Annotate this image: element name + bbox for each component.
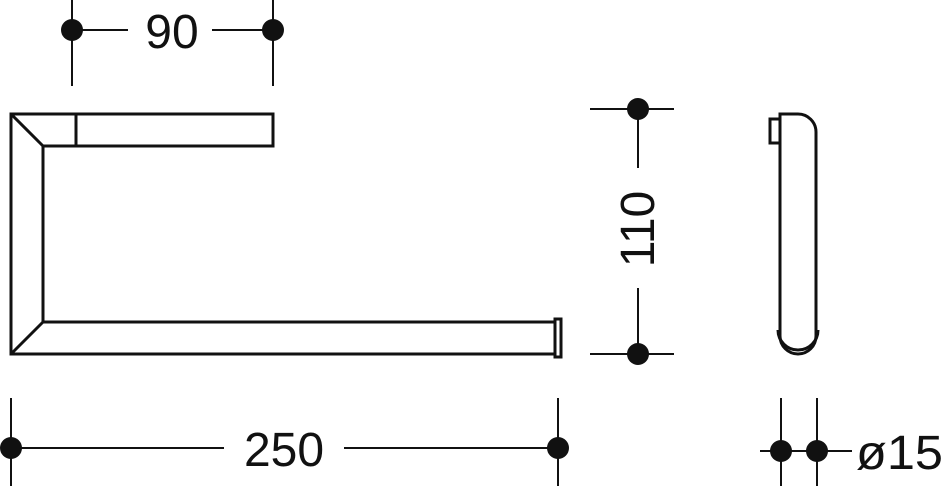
dimension-label-diameter: ø15 — [856, 427, 943, 480]
terminator-dot — [627, 343, 649, 365]
dimension-90: 90 — [61, 0, 284, 86]
miter-line-bottom — [9, 320, 45, 356]
terminator-dot — [547, 437, 569, 459]
dimension-diameter: ø15 — [760, 398, 943, 486]
side-profile — [778, 112, 818, 356]
dimension-label-90: 90 — [145, 6, 198, 59]
end-cap — [553, 317, 563, 359]
dimension-250: 250 — [0, 398, 569, 486]
side-view — [768, 112, 820, 356]
bottom-cap-arc — [776, 329, 820, 352]
terminator-dot — [61, 19, 83, 41]
wall-plate — [768, 117, 782, 145]
miter-line-top — [9, 112, 45, 148]
terminator-dot — [262, 19, 284, 41]
front-view — [9, 112, 563, 359]
dimension-label-110: 110 — [612, 191, 665, 268]
terminator-dot — [0, 437, 22, 459]
dimension-label-250: 250 — [244, 424, 324, 477]
terminator-dot — [806, 440, 828, 462]
terminator-dot — [627, 98, 649, 120]
holder-outline — [9, 112, 557, 356]
terminator-dot — [770, 440, 792, 462]
dimension-110: 110 — [590, 98, 674, 365]
